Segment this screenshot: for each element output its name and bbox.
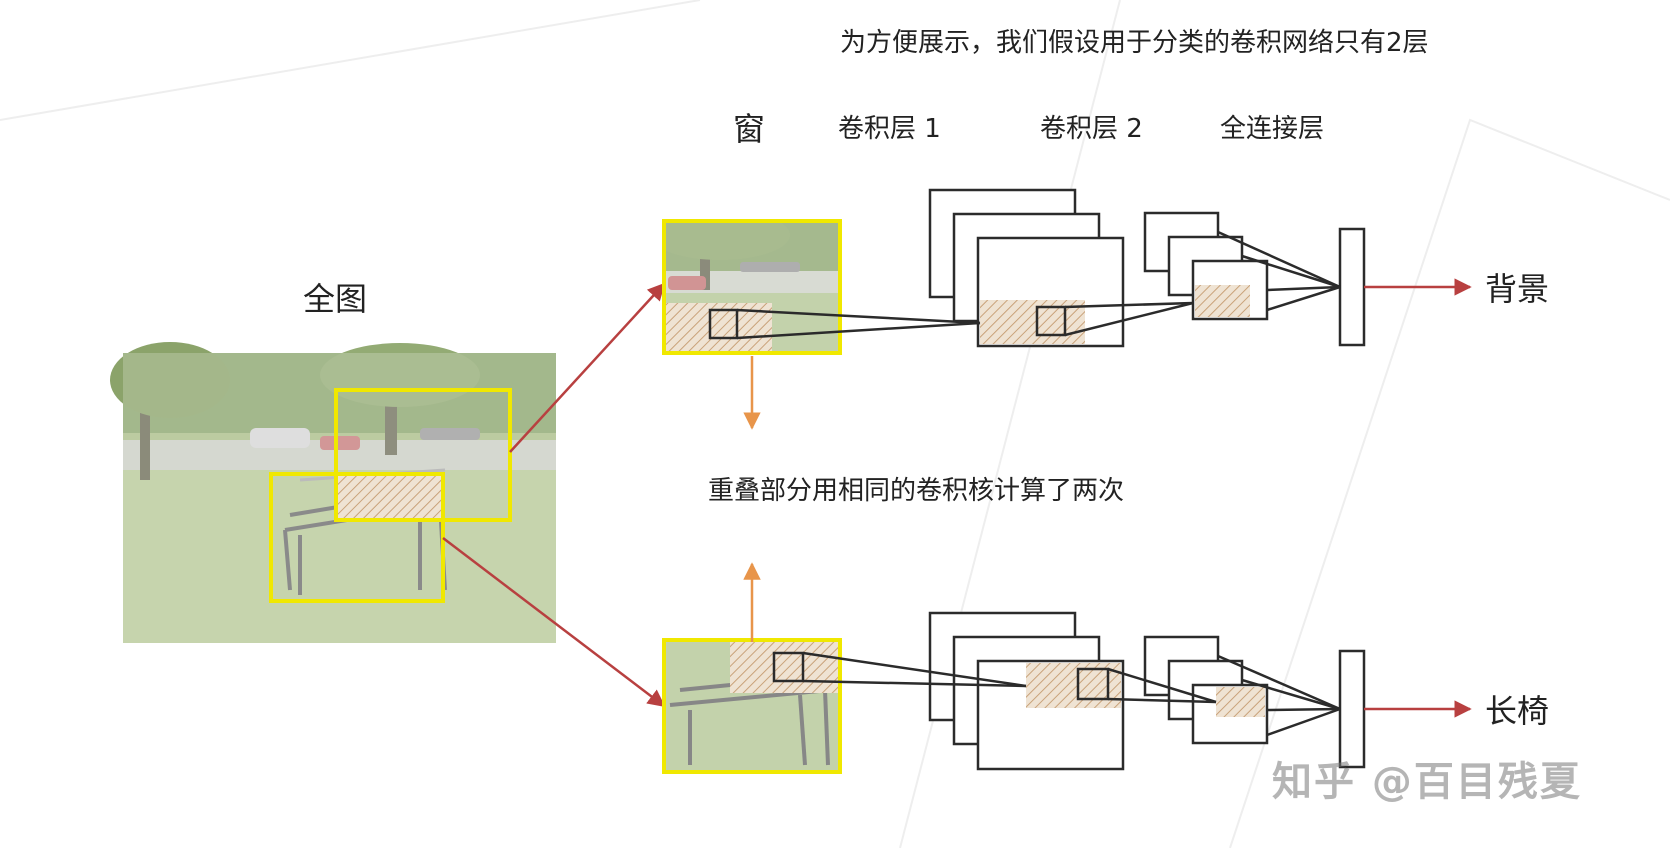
- proj-line: [1241, 678, 1341, 711]
- proj-line: [1266, 285, 1341, 312]
- pipeline-bottom: [772, 611, 1366, 771]
- arrow-to-bottom-window: [442, 537, 666, 708]
- window-top-frame-box: [662, 219, 842, 355]
- conv2-overlap: [1195, 285, 1250, 317]
- proj-line: [1217, 230, 1341, 289]
- fc-bar: [1338, 227, 1366, 347]
- proj-line: [1107, 667, 1217, 704]
- output-bottom-label: 长椅: [1485, 692, 1550, 730]
- output-top-label: 背景: [1485, 270, 1550, 308]
- proj-line: [802, 651, 1027, 688]
- header-fc: 全连接层: [1220, 114, 1325, 144]
- conv2-overlap: [1216, 687, 1265, 717]
- proj-line: [736, 308, 981, 325]
- kernel-conv1: [1035, 305, 1067, 337]
- fc-bar: [1338, 649, 1366, 769]
- watermark: 知乎 @百目残夏: [1272, 759, 1582, 805]
- proj-line: [1064, 301, 1194, 309]
- header-conv2: 卷积层 2: [1040, 114, 1143, 144]
- proj-line: [1217, 654, 1341, 711]
- pipeline-top: [708, 188, 1366, 348]
- proj-line: [1107, 697, 1217, 704]
- proj-line: [736, 321, 981, 340]
- proj-line: [1266, 707, 1341, 737]
- proj-line: [1241, 254, 1341, 289]
- full-image: [110, 342, 556, 643]
- conv1-overlap: [1026, 663, 1121, 708]
- top-note: 为方便展示，我们假设用于分类的卷积网络只有2层: [840, 28, 1429, 58]
- proj-line: [1266, 285, 1341, 292]
- window-bottom-overlap: [730, 640, 840, 693]
- kernel-conv1: [1076, 667, 1110, 701]
- overlap-note: 重叠部分用相同的卷积核计算了两次: [708, 476, 1125, 506]
- proj-line: [1266, 707, 1341, 712]
- full-image-label: 全图: [303, 280, 368, 318]
- window-top-frame: [334, 388, 512, 522]
- kernel-window: [708, 308, 739, 340]
- overlap-region: [336, 474, 443, 521]
- window-bottom-frame: [269, 472, 445, 603]
- proj-line: [802, 679, 1027, 688]
- header-conv1: 卷积层 1: [838, 114, 941, 144]
- proj-line: [1064, 301, 1194, 337]
- header-window: 窗: [733, 110, 766, 148]
- arrow-to-top-window: [509, 282, 666, 453]
- kernel-window: [772, 651, 805, 683]
